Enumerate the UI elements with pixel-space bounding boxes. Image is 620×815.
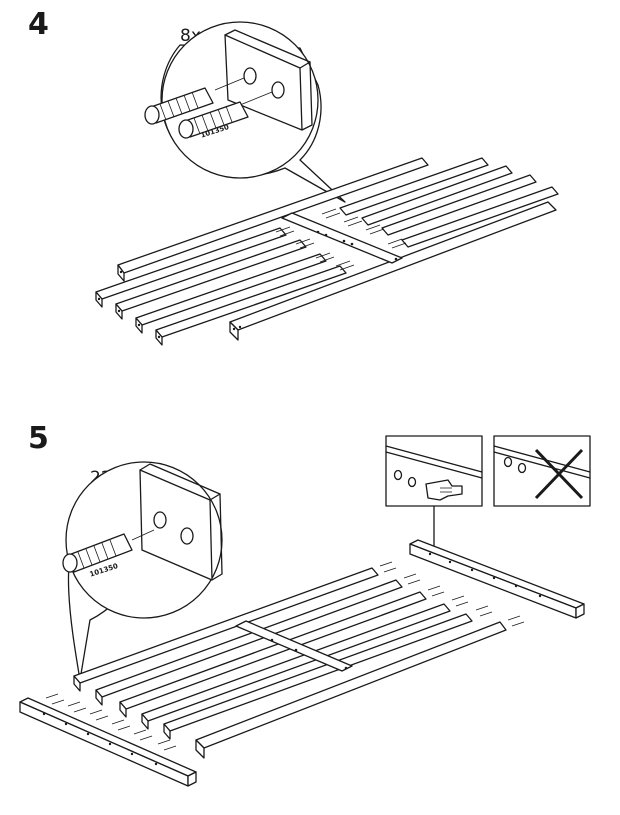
step-4-number: 4 [28,7,49,42]
wooden-dowel-icon [62,533,133,573]
step-5-detail-callout [62,461,223,681]
step-5-illustration [19,435,591,787]
step-5-right-rail [409,539,585,619]
step-4-slats [95,157,559,346]
orientation-check [385,435,591,547]
wooden-dowel-icon [144,87,214,125]
cross-mark-icon [534,448,584,500]
step-5-left-rail [19,697,197,787]
correct-orientation-panel [385,435,483,507]
step-5-dowels [45,561,525,751]
step-5-slats [73,567,507,759]
step-4-board-end-detail [214,29,313,131]
wooden-dowel-icon [178,101,249,139]
incorrect-orientation-panel [493,435,591,507]
step-5-number: 5 [28,421,49,456]
step-5-cross-brace [235,620,353,672]
step-4-illustration [95,21,559,346]
pointing-hand-icon [425,479,463,501]
step-4-detail-callout [144,21,346,203]
step-4-cross-brace [281,212,403,264]
